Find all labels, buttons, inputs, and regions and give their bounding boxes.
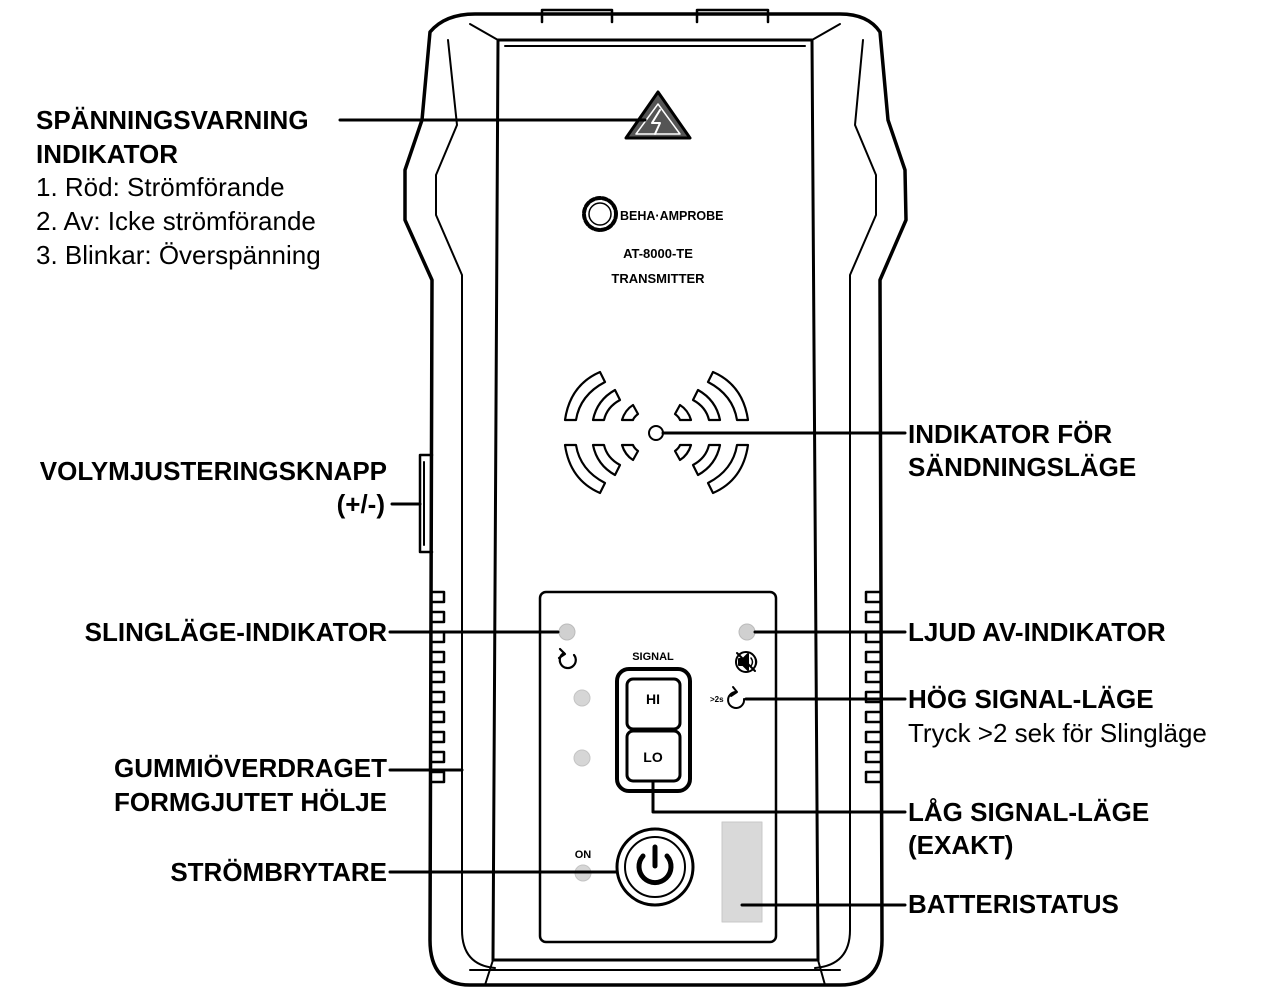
housing-ribs-right (864, 590, 882, 784)
loop-arrow-icon (557, 647, 577, 670)
loop-indicator-label: SLINGLÄGE-INDIKATOR (84, 617, 387, 647)
housing-ribs-left (430, 590, 446, 784)
top-tab-left (540, 8, 614, 24)
high-signal-label: HÖG SIGNAL-LÄGE (908, 684, 1154, 714)
mute-speaker-icon (735, 651, 758, 673)
signal-waves-icon (563, 370, 750, 495)
voltage-warning-item-2: 2. Av: Icke strömförande (36, 206, 316, 236)
led-2 (573, 689, 591, 707)
hi-button[interactable] (625, 677, 682, 731)
front-panel (491, 38, 820, 962)
housing-label-2: FORMGJUTET HÖLJE (113, 787, 387, 817)
high-signal-note: Tryck >2 sek för Slingläge (908, 718, 1207, 748)
voltage-warning-title-1: SPÄNNINGSVARNING (36, 105, 309, 135)
led-3 (573, 749, 591, 767)
battery-status-label: BATTERISTATUS (908, 889, 1119, 919)
brand-text: BEHA·AMPROBE (620, 209, 723, 223)
warning-triangle-icon (624, 90, 692, 140)
power-icon (636, 853, 674, 886)
low-signal-note: (EXAKT) (908, 830, 1014, 860)
type-text: TRANSMITTER (611, 271, 705, 286)
model-text: AT-8000-TE (623, 246, 693, 261)
hold-loop-icon (727, 686, 746, 709)
volume-button-label-2: (+/-) (336, 489, 385, 519)
housing-label-1: GUMMIÖVERDRAGET (114, 753, 387, 783)
signal-label: SIGNAL (632, 651, 674, 663)
power-button[interactable] (615, 827, 695, 907)
power-switch-label: STRÖMBRYTARE (170, 857, 387, 887)
leader-lines (338, 118, 907, 907)
control-panel (538, 590, 778, 944)
voltage-warning-item-3: 3. Blinkar: Överspänning (36, 240, 321, 270)
hi-label: HI (646, 691, 660, 707)
housing-outline (403, 12, 908, 987)
mute-indicator-label: LJUD AV-INDIKATOR (908, 617, 1166, 647)
lo-label: LO (643, 749, 663, 765)
top-tab-right (695, 8, 770, 24)
voltage-warning-title-2: INDIKATOR (36, 139, 179, 169)
transmit-indicator-label-1: INDIKATOR FÖR (908, 419, 1113, 449)
on-label: ON (575, 849, 592, 861)
volume-button-label-1: VOLYMJUSTERINGSKNAPP (39, 456, 387, 486)
loop-led (558, 623, 576, 641)
beha-gear-logo (582, 196, 618, 232)
battery-status-display (721, 821, 763, 923)
voltage-warning-item-1: 1. Röd: Strömförande (36, 172, 285, 202)
low-signal-label: LÅG SIGNAL-LÄGE (908, 797, 1150, 827)
hold-label: >2s (710, 695, 724, 704)
transmit-indicator-label-2: SÄNDNINGSLÄGE (908, 452, 1137, 482)
mute-led (738, 623, 756, 641)
